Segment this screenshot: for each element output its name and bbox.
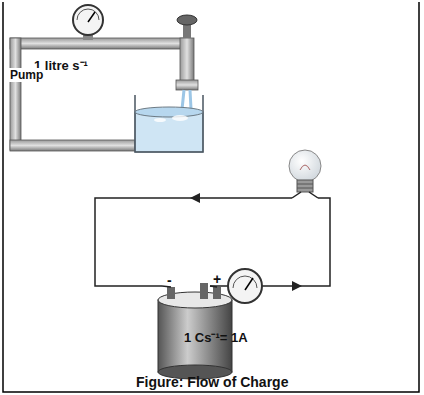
pump-label: Pump [8, 68, 45, 82]
terminal-sign: + [213, 271, 221, 287]
terminal-sign: - [167, 272, 172, 288]
bulb [289, 150, 321, 198]
ammeter [228, 269, 262, 303]
current-arrow [292, 281, 302, 291]
current-label: 1 Cs⁻¹= 1A [184, 328, 248, 346]
frame [3, 2, 419, 392]
beaker [135, 95, 203, 152]
flow-gauge [73, 5, 103, 40]
figure-caption: Figure: Flow of Charge [136, 374, 288, 390]
circuit-wire [95, 198, 330, 286]
current-arrow [190, 193, 200, 203]
tap-handle [177, 15, 197, 38]
